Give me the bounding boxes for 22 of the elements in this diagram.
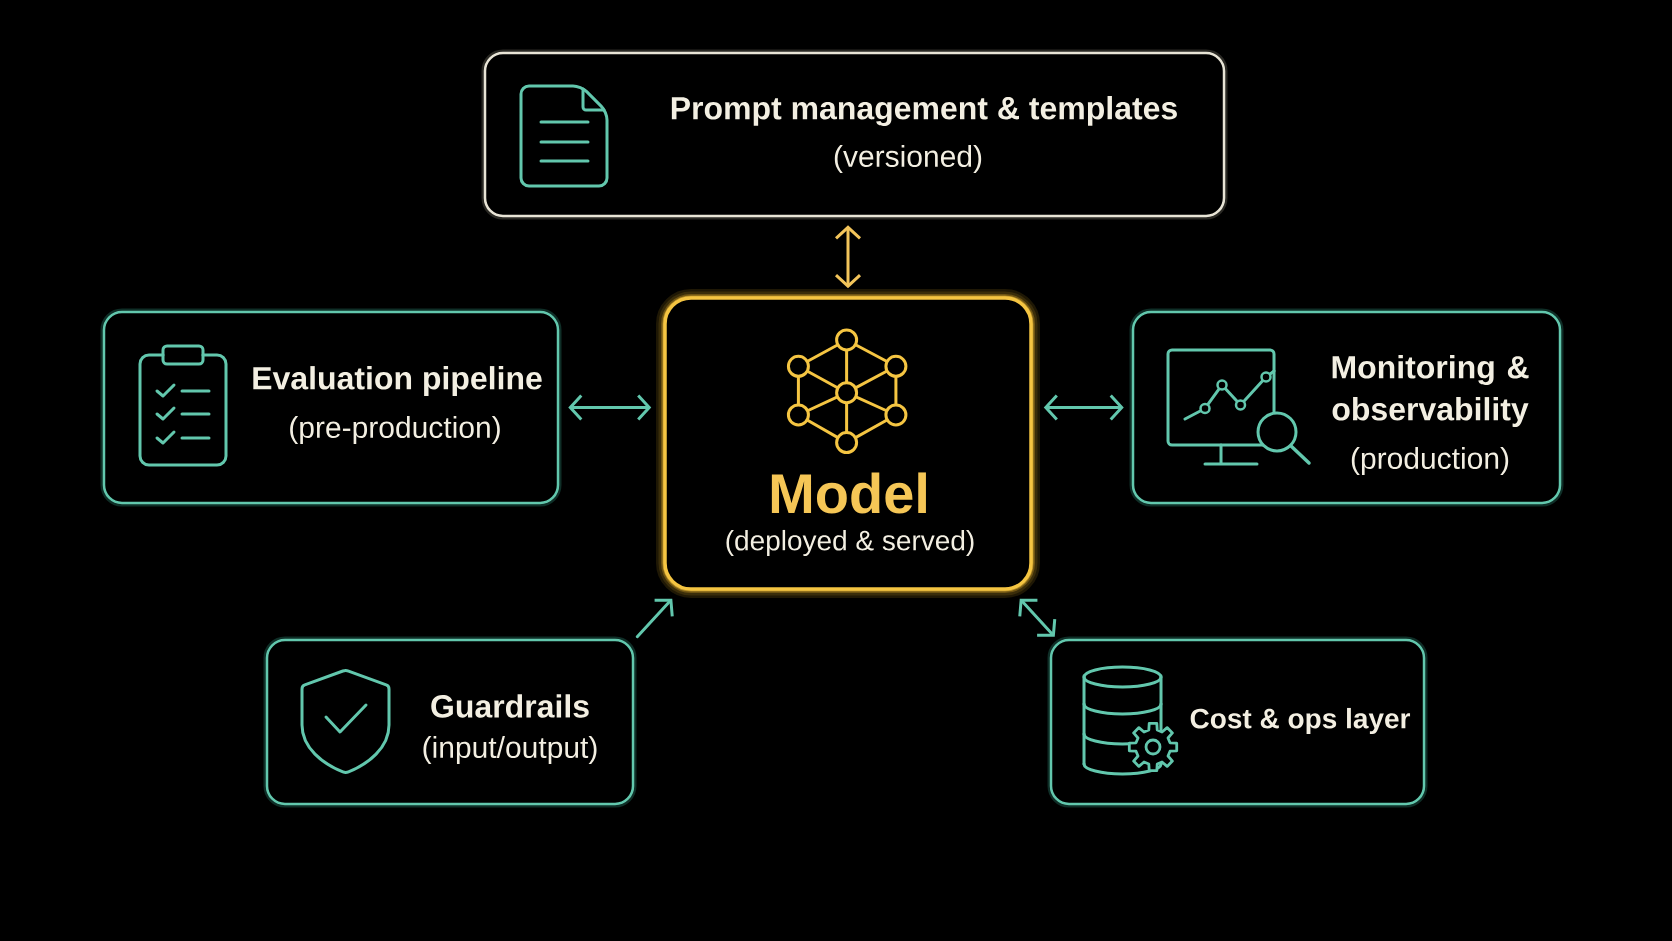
box-subtitle: (input/output) xyxy=(423,736,597,764)
box-title: Prompt management & templates xyxy=(671,96,1177,126)
rounded-box xyxy=(1047,636,1428,808)
double-arrow xyxy=(1018,598,1057,637)
box-title: Guardrails xyxy=(431,694,589,718)
rounded-box xyxy=(656,289,1040,598)
box-subtitle: (deployed & served) xyxy=(726,529,974,557)
box-title: Cost & ops layer xyxy=(1190,707,1411,735)
rounded-box xyxy=(100,308,562,507)
rounded-box xyxy=(263,636,637,808)
double-arrow xyxy=(1043,394,1124,421)
box-subtitle: (pre-production) xyxy=(290,416,500,444)
double-arrow xyxy=(568,394,652,421)
box-title: Monitoring & observability xyxy=(1332,355,1529,427)
rounded-box xyxy=(481,49,1228,220)
box-title: Evaluation pipeline xyxy=(253,366,542,396)
box-subtitle: (production) xyxy=(1351,447,1509,475)
box-title: Model xyxy=(771,472,926,514)
rounded-box xyxy=(1129,308,1564,507)
arrow xyxy=(635,598,674,639)
double-arrow xyxy=(835,225,862,289)
box-subtitle: (versioned) xyxy=(834,145,982,173)
